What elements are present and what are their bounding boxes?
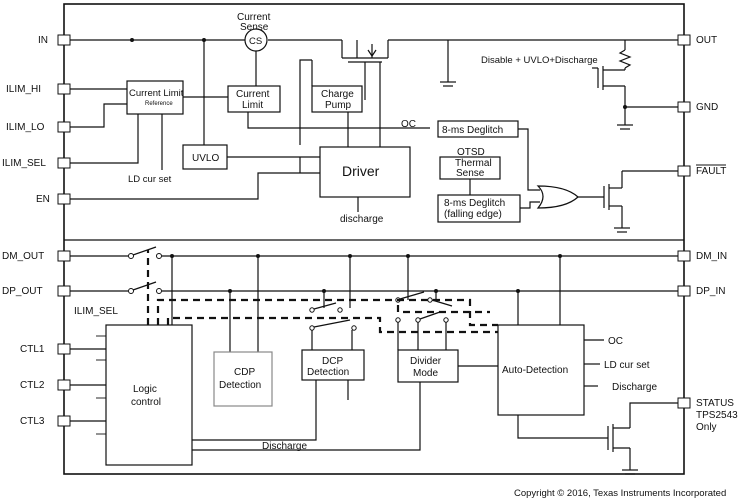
dcp-switch-icon xyxy=(309,302,357,331)
pin-ctl1: CTL1 xyxy=(20,343,71,355)
status-mosfet-icon xyxy=(517,402,678,475)
svg-text:Thermal: Thermal xyxy=(455,158,492,169)
svg-text:LD cur set: LD cur set xyxy=(604,360,650,371)
svg-text:DP_OUT: DP_OUT xyxy=(2,286,43,297)
svg-text:TPS2543: TPS2543 xyxy=(696,410,738,421)
driver-block: Driver xyxy=(319,146,411,198)
discharge-bottom-label: Discharge xyxy=(262,441,307,452)
dm-switch-icon xyxy=(128,246,162,259)
divider-mode-block: Divider Mode xyxy=(397,349,459,383)
svg-text:UVLO: UVLO xyxy=(192,153,219,164)
svg-text:EN: EN xyxy=(36,194,50,205)
otsd-label: OTSD xyxy=(457,147,485,158)
svg-text:Detection: Detection xyxy=(219,380,261,391)
disable-uvlo-discharge-label: Disable + UVLO+Discharge xyxy=(481,55,598,66)
deglitch-block-1: 8-ms Deglitch xyxy=(437,120,519,138)
svg-text:Only: Only xyxy=(696,422,717,433)
pin-ilim-hi: ILIM_HI xyxy=(6,83,71,95)
dcp-detection-block: DCP Detection xyxy=(301,349,365,381)
svg-text:Logic: Logic xyxy=(133,384,157,395)
or-gate-icon xyxy=(536,185,604,209)
pin-gnd: GND xyxy=(677,101,718,113)
pin-dm-in: DM_IN xyxy=(677,250,727,262)
pin-ilim-sel: ILIM_SEL xyxy=(2,157,71,169)
svg-text:DCP: DCP xyxy=(322,356,343,367)
svg-text:DM_OUT: DM_OUT xyxy=(2,251,44,262)
svg-text:8-ms Deglitch: 8-ms Deglitch xyxy=(444,198,505,209)
switch-control-lines xyxy=(146,250,498,334)
dp-switch-icon xyxy=(128,281,162,294)
svg-text:Charge: Charge xyxy=(321,89,354,100)
charge-pump-block: Charge Pump xyxy=(311,85,363,113)
svg-text:OUT: OUT xyxy=(696,35,717,46)
pin-ilim-lo: ILIM_LO xyxy=(6,121,71,133)
svg-text:Mode: Mode xyxy=(413,368,438,379)
svg-text:ILIM_LO: ILIM_LO xyxy=(6,122,45,133)
svg-text:Pump: Pump xyxy=(325,100,352,111)
svg-text:Driver: Driver xyxy=(342,163,380,179)
svg-text:Sense: Sense xyxy=(456,168,485,179)
logic-control-block: Logic control xyxy=(105,324,193,466)
svg-text:ILIM_HI: ILIM_HI xyxy=(6,84,41,95)
svg-text:CTL1: CTL1 xyxy=(20,344,45,355)
current-limit-block: Current Limit xyxy=(227,85,281,113)
uvlo-block: UVLO xyxy=(182,144,228,170)
svg-text:Divider: Divider xyxy=(410,356,442,367)
fault-mosfet-icon xyxy=(603,170,678,233)
svg-text:GND: GND xyxy=(696,102,718,113)
svg-text:LD cur set: LD cur set xyxy=(128,174,172,185)
svg-text:DP_IN: DP_IN xyxy=(696,286,725,297)
svg-text:ILIM_SEL: ILIM_SEL xyxy=(2,158,46,169)
svg-text:CS: CS xyxy=(249,36,262,47)
pin-status: STATUS TPS2543 Only xyxy=(677,397,738,433)
pin-dp-out: DP_OUT xyxy=(2,285,71,297)
deglitch-block-2: 8-ms Deglitch (falling edge) xyxy=(437,194,521,223)
svg-text:DM_IN: DM_IN xyxy=(696,251,727,262)
pin-en: EN xyxy=(36,193,71,205)
discharge-mosfet-icon xyxy=(592,40,678,130)
pin-ctl2: CTL2 xyxy=(20,379,71,391)
svg-text:(falling edge): (falling edge) xyxy=(444,209,502,220)
cdp-detection-block: CDP Detection xyxy=(213,351,273,407)
svg-text:Reference: Reference xyxy=(145,101,173,107)
pin-in: IN xyxy=(38,34,71,46)
svg-text:Current: Current xyxy=(237,12,271,23)
svg-text:OC: OC xyxy=(608,336,623,347)
divider-switch-icon xyxy=(395,291,453,323)
svg-text:Current Limit: Current Limit xyxy=(129,88,184,99)
ilim-sel-internal-label: ILIM_SEL xyxy=(74,306,118,317)
svg-text:Detection: Detection xyxy=(307,367,349,378)
svg-text:CDP: CDP xyxy=(234,367,255,378)
pin-dp-in: DP_IN xyxy=(677,285,725,297)
auto-detection-block: Auto-Detection xyxy=(497,324,585,416)
svg-text:control: control xyxy=(131,397,161,408)
copyright-text: Copyright © 2016, Texas Instruments Inco… xyxy=(514,488,726,499)
power-mosfet-icon xyxy=(341,40,389,100)
thermal-sense-block: Thermal Sense xyxy=(439,156,501,180)
svg-text:Auto-Detection: Auto-Detection xyxy=(502,365,568,376)
svg-text:8-ms Deglitch: 8-ms Deglitch xyxy=(442,125,503,136)
pin-ctl3: CTL3 xyxy=(20,415,71,427)
pin-dm-out: DM_OUT xyxy=(2,250,71,262)
pin-out: OUT xyxy=(677,34,717,46)
current-sense: Current Sense CS xyxy=(237,12,271,52)
svg-text:FAULT: FAULT xyxy=(696,166,726,177)
svg-text:CTL2: CTL2 xyxy=(20,380,45,391)
svg-text:CTL3: CTL3 xyxy=(20,416,45,427)
svg-text:IN: IN xyxy=(38,35,48,46)
svg-text:STATUS: STATUS xyxy=(696,398,734,409)
svg-text:OC: OC xyxy=(401,119,416,130)
svg-text:Limit: Limit xyxy=(242,100,263,111)
current-limit-reference-block: Current Limit Reference xyxy=(126,80,184,115)
svg-text:Discharge: Discharge xyxy=(612,382,657,393)
svg-text:discharge: discharge xyxy=(340,214,384,225)
pin-fault: FAULT xyxy=(677,164,726,177)
svg-text:Sense: Sense xyxy=(240,22,269,33)
svg-text:Current: Current xyxy=(236,89,270,100)
